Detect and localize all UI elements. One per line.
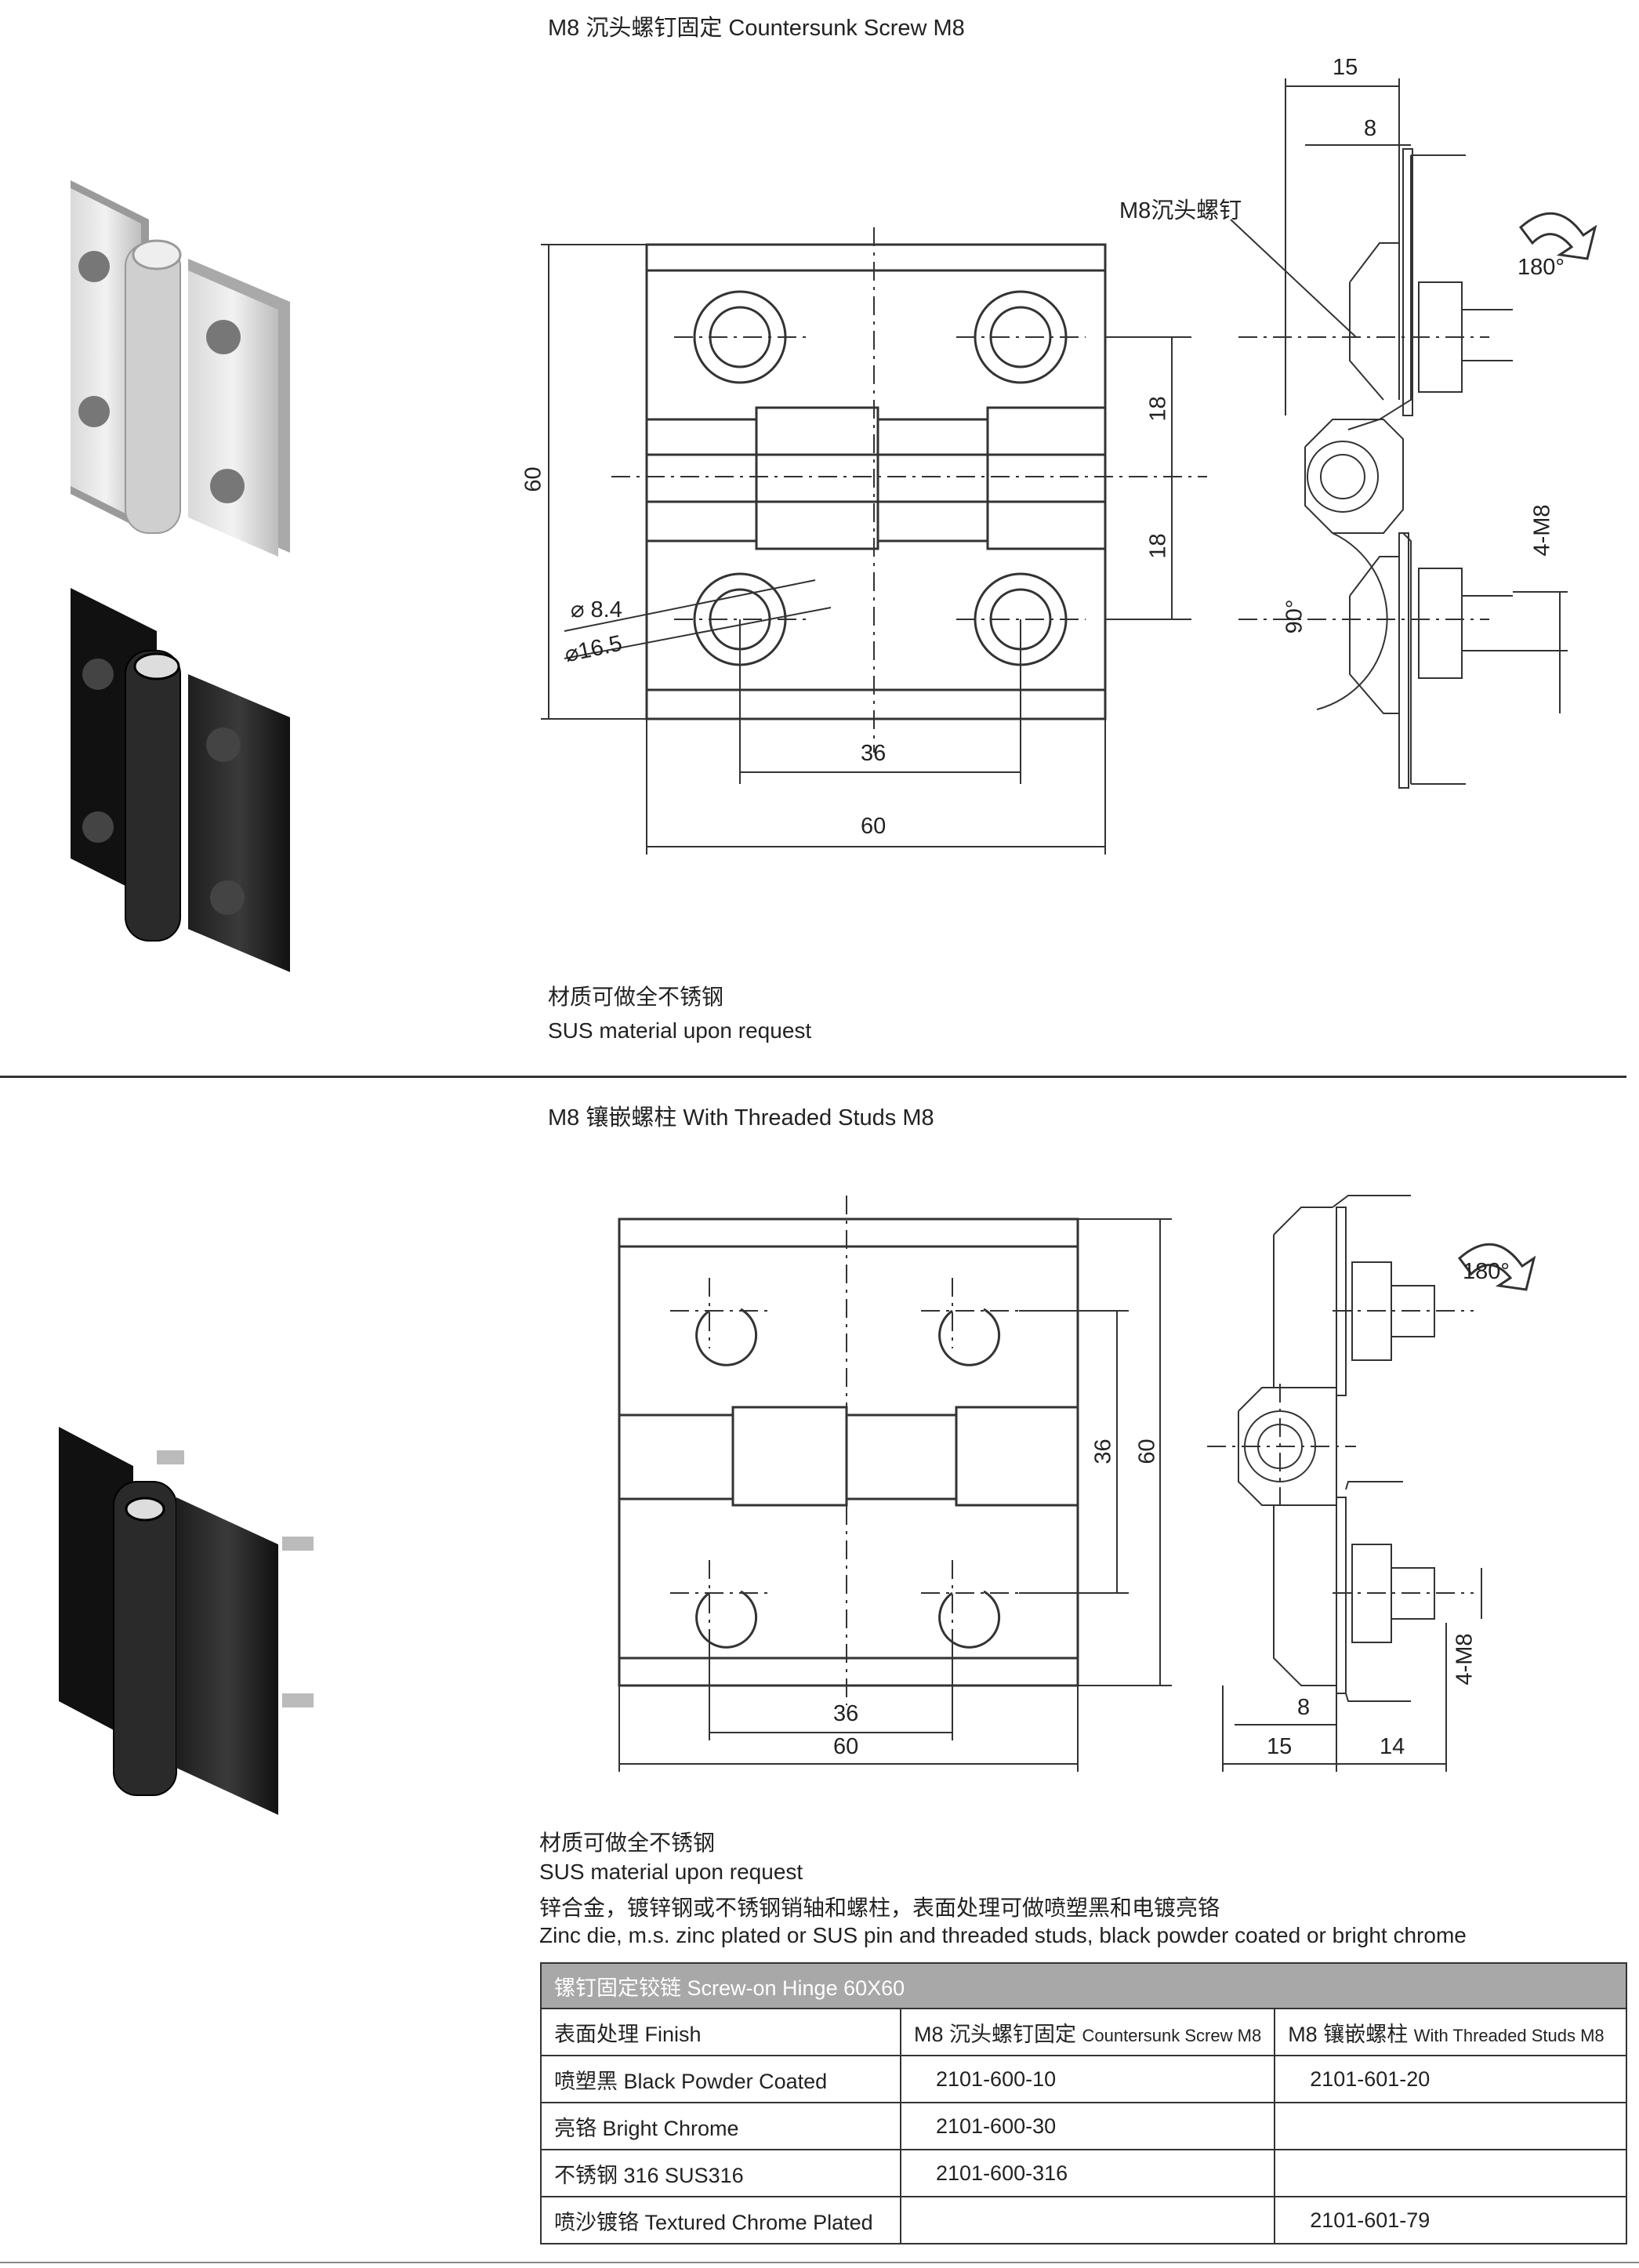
row-finish: 不锈钢 316 SUS316 <box>540 2149 901 2197</box>
dim-width: 60 <box>861 814 887 839</box>
material-note-cn: 锌合金，镀锌钢或不锈钢销轴和螺柱，表面处理可做喷塑黑和电镀亮铬 <box>539 1896 1220 1920</box>
header-col1-en: Countersunk Screw M8 <box>1082 2025 1262 2045</box>
table-row: 亮铬 Bright Chrome 2101-600-30 <box>540 2102 1627 2150</box>
table-title-row: 镙钉固定铰链 Screw-on Hinge 60X60 <box>540 1962 1627 2009</box>
section2-note-en: SUS material upon request <box>539 1860 803 1884</box>
dim-top-width: 15 <box>1333 55 1358 80</box>
dim-hole-spacing: 36 <box>861 741 887 766</box>
table-row: 喷沙镀铬 Textured Chrome Plated 2101-601-79 <box>540 2196 1627 2244</box>
s2-dim-inner: 8 <box>1297 1695 1311 1720</box>
rotation-180: 180° <box>1518 255 1565 280</box>
dim-hole-small: ⌀ 8.4 <box>571 597 622 622</box>
section2-note-cn: 材质可做全不锈钢 <box>539 1831 716 1855</box>
row-col1: 2101-600-10 <box>899 2055 1276 2103</box>
header-col1-cn: M8 沉头螺钉固定 <box>914 2022 1077 2046</box>
header-col2-en: With Threaded Studs M8 <box>1413 2025 1605 2045</box>
table-row: 不锈钢 316 SUS316 2101-600-316 <box>540 2149 1627 2197</box>
s2-dim-left: 15 <box>1267 1734 1293 1759</box>
table-row: 喷塑黑 Black Powder Coated 2101-600-10 2101… <box>540 2055 1627 2103</box>
s2-dim-stud-v: 36 <box>1090 1439 1116 1464</box>
header-studs: M8 镶嵌螺柱 With Threaded Studs M8 <box>1274 2008 1627 2056</box>
silver-hinge-photo <box>71 180 290 557</box>
s2-dim-stud-h: 36 <box>833 1701 859 1726</box>
row-col1: 2101-600-316 <box>899 2149 1276 2197</box>
table-title: 镙钉固定铰链 Screw-on Hinge 60X60 <box>540 1962 1627 2009</box>
section1-note-en: SUS material upon request <box>548 1018 812 1043</box>
section1-title: M8 沉头螺钉固定 Countersunk Screw M8 <box>548 16 965 41</box>
spec-table: 镙钉固定铰链 Screw-on Hinge 60X60 表面处理 Finish … <box>540 1962 1627 2244</box>
row-col2 <box>1274 2149 1627 2197</box>
section1-note-cn: 材质可做全不锈钢 <box>548 985 724 1009</box>
material-note-en: Zinc die, m.s. zinc plated or SUS pin an… <box>539 1923 1467 1947</box>
section2-title: M8 镶嵌螺柱 With Threaded Studs M8 <box>548 1105 934 1130</box>
rotate-arrow-icon <box>1518 212 1597 260</box>
row-col2 <box>1274 2102 1627 2150</box>
header-col2-cn: M8 镶嵌螺柱 <box>1288 2022 1409 2046</box>
row-col1 <box>899 2196 1276 2244</box>
s2-dim-height: 60 <box>1134 1439 1160 1464</box>
screw-label: M8沉头螺钉 <box>1119 198 1242 223</box>
row-finish: 喷塑黑 Black Powder Coated <box>540 2055 901 2103</box>
s2-rotation-180: 180° <box>1463 1259 1510 1284</box>
row-finish: 喷沙镀铬 Textured Chrome Plated <box>540 2196 901 2244</box>
s2-thread-label: 4-M8 <box>1452 1633 1478 1686</box>
dim-top-inner: 8 <box>1364 116 1377 141</box>
s2-dim-width: 60 <box>833 1734 859 1759</box>
footer-line <box>0 2262 1639 2263</box>
row-col2: 2101-601-79 <box>1274 2196 1627 2244</box>
header-finish: 表面处理 Finish <box>540 2008 901 2056</box>
section-divider <box>0 1076 1626 1078</box>
s2-dim-right: 14 <box>1380 1734 1405 1759</box>
header-countersunk: M8 沉头螺钉固定 Countersunk Screw M8 <box>899 2008 1276 2056</box>
rotate-arrow-icon-2 <box>1457 1243 1536 1291</box>
black-hinge-photo <box>71 588 290 972</box>
row-finish: 亮铬 Bright Chrome <box>540 2102 901 2150</box>
black-stud-hinge-photo <box>59 1427 314 1815</box>
row-col2: 2101-601-20 <box>1274 2055 1627 2103</box>
row-col1: 2101-600-30 <box>899 2102 1276 2150</box>
table-header-row: 表面处理 Finish M8 沉头螺钉固定 Countersunk Screw … <box>540 2008 1627 2056</box>
